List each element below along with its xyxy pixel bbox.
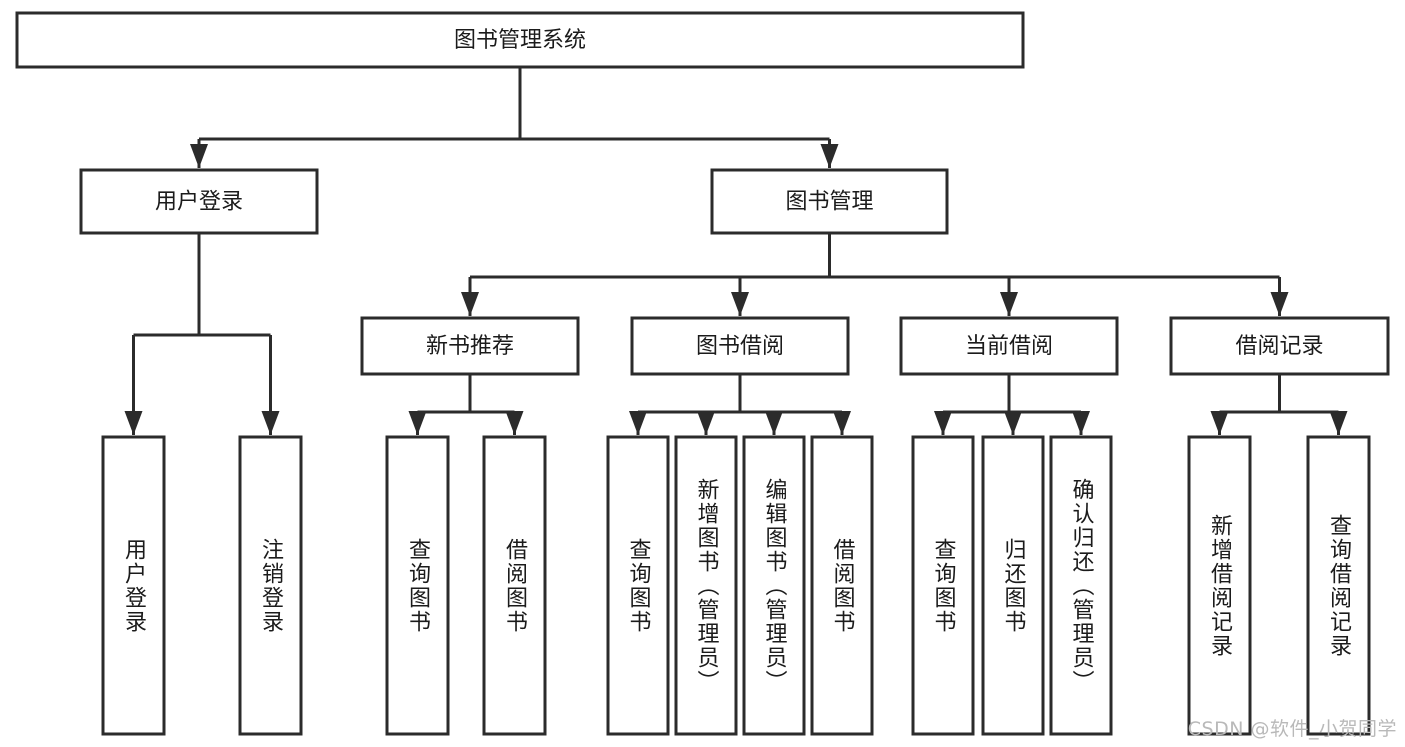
arrow-head-icon	[124, 411, 143, 435]
arrow-head-icon	[1072, 411, 1090, 435]
node-leaf-3[interactable]	[482, 435, 547, 736]
arrow-head-icon	[408, 411, 427, 435]
node-leaf-0[interactable]	[101, 435, 166, 736]
node-leaf-10[interactable]	[1049, 435, 1113, 736]
arrow-head-icon	[1004, 411, 1022, 435]
arrow-head-icon	[190, 144, 208, 168]
arrow-head-icon	[1270, 292, 1289, 316]
arrow-head-icon	[765, 411, 783, 435]
arrow-head-icon	[1210, 411, 1229, 435]
node-root-label: 图书管理系统	[454, 28, 586, 53]
arrow-head-icon	[731, 292, 749, 316]
arrow-head-icon	[629, 411, 647, 435]
node-leaf-11[interactable]	[1187, 435, 1252, 736]
arrow-head-icon	[461, 292, 479, 316]
node-leaf-6[interactable]	[742, 435, 806, 736]
node-level3-label-2: 当前借阅	[965, 334, 1053, 359]
node-level2-label-1: 图书管理	[785, 190, 873, 215]
node-level3-3[interactable]	[1169, 316, 1390, 376]
node-level2-1[interactable]	[710, 168, 949, 235]
node-leaf-1[interactable]	[238, 435, 303, 736]
connector-lines	[124, 67, 1348, 435]
node-leaf-2[interactable]	[385, 435, 450, 736]
node-leaf-7[interactable]	[810, 435, 874, 736]
node-level3-label-1: 图书借阅	[696, 334, 784, 359]
node-level3-label-0: 新书推荐	[426, 334, 514, 359]
arrow-head-icon	[505, 411, 524, 435]
watermark-text: CSDN @软件_小贺同学	[1187, 718, 1397, 740]
arrow-head-icon	[934, 411, 952, 435]
node-leaf-9[interactable]	[981, 435, 1045, 736]
node-level3-1[interactable]	[630, 316, 850, 376]
node-boxes	[15, 11, 1390, 736]
node-leaf-4[interactable]	[606, 435, 670, 736]
node-level3-2[interactable]	[899, 316, 1119, 376]
node-root[interactable]	[15, 11, 1025, 69]
node-level2-0[interactable]	[79, 168, 319, 235]
node-level3-0[interactable]	[360, 316, 580, 376]
node-level3-label-3: 借阅记录	[1235, 334, 1323, 359]
arrow-head-icon	[1329, 411, 1348, 435]
arrow-head-icon	[261, 411, 280, 435]
arrow-head-icon	[1000, 292, 1018, 316]
arrow-head-icon	[833, 411, 851, 435]
arrow-head-icon	[697, 411, 715, 435]
node-leaf-5[interactable]	[674, 435, 738, 736]
node-leaf-12[interactable]	[1306, 435, 1371, 736]
node-level2-label-0: 用户登录	[155, 190, 243, 215]
arrow-head-icon	[820, 144, 839, 168]
node-leaf-8[interactable]	[911, 435, 975, 736]
